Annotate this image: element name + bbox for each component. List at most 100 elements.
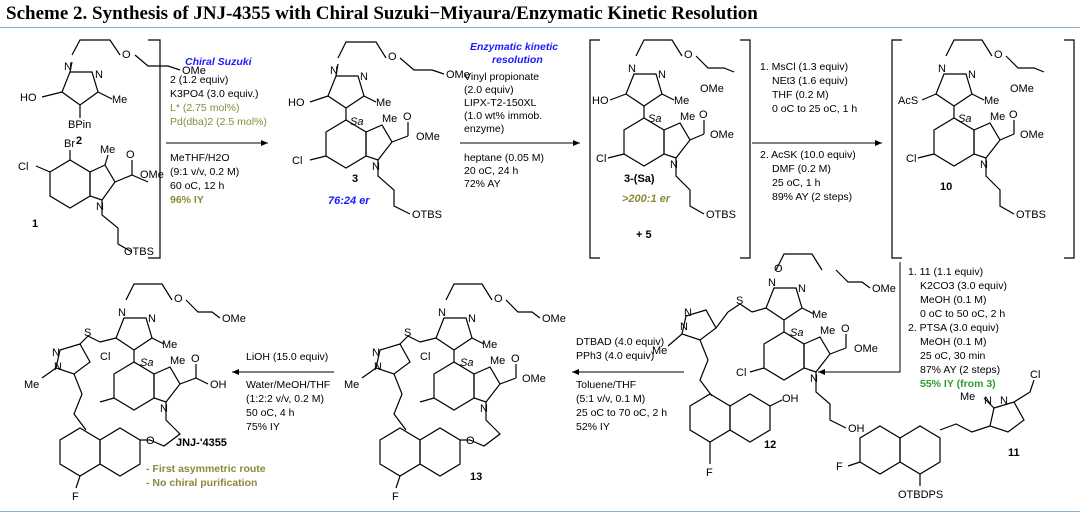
atom-sa: Sa [648, 113, 661, 125]
svg-text:(2.0 equiv): (2.0 equiv) [464, 84, 514, 96]
atom-n: N [984, 395, 992, 407]
atom-me: Me [100, 144, 115, 156]
svg-text:60 oC, 12 h: 60 oC, 12 h [170, 180, 224, 192]
label-compound-3sa: 3-(Sa) [624, 173, 655, 185]
er-compound-3: 76:24 er [328, 195, 370, 207]
svg-text:K3PO4 (3.0 equiv.): K3PO4 (3.0 equiv.) [170, 88, 259, 100]
atom-cl: Cl [420, 351, 430, 363]
bottom-rule [0, 511, 1080, 512]
svg-text:2. PTSA (3.0 equiv): 2. PTSA (3.0 equiv) [908, 322, 999, 334]
atom-o: O [466, 435, 475, 447]
atom-f: F [392, 491, 399, 503]
compound-10-structure: O OMe N N AcS Me Sa Me Cl O OMe N OTBS 1… [898, 39, 1046, 221]
plus-compound-5: + 5 [636, 229, 652, 241]
atom-me: Me [162, 339, 177, 351]
svg-text:25 oC, 1 h: 25 oC, 1 h [772, 177, 821, 189]
step5-conditions: DTBAD (4.0 equiv) PPh3 (4.0 equiv) Tolue… [576, 336, 667, 433]
svg-text:enzyme): enzyme) [464, 123, 504, 135]
svg-text:1. MsCl (1.3 equiv): 1. MsCl (1.3 equiv) [760, 61, 848, 73]
step1-header: Chiral Suzuki [185, 56, 253, 68]
label-compound-11: 11 [1008, 447, 1020, 459]
atom-n: N [684, 307, 692, 319]
step6-conditions: LiOH (15.0 equiv) Water/MeOH/THF (1:2:2 … [246, 351, 330, 433]
jnj-4355-structure: O OMe N N S Me Sa Me Cl O OH N O N N Me … [24, 283, 266, 503]
label-compound-13: 13 [470, 471, 482, 483]
atom-o: O [494, 293, 503, 305]
atom-ome: OMe [522, 373, 546, 385]
bracket-left-3sa [589, 39, 600, 259]
atom-n: N [52, 347, 60, 359]
atom-o: O [1009, 109, 1018, 121]
atom-ome: OMe [710, 129, 734, 141]
atom-o: O [174, 293, 183, 305]
svg-text:(1.0 wt% immob.: (1.0 wt% immob. [464, 110, 542, 122]
atom-o: O [699, 109, 708, 121]
atom-n: N [680, 321, 688, 333]
compound-3sa-structure: O OMe N N HO Me Sa Me Cl O OMe N OTBS 3-… [592, 39, 736, 241]
svg-text:Vinyl propionate: Vinyl propionate [464, 71, 539, 83]
step2-header-2: resolution [492, 54, 543, 66]
title-rule [0, 27, 1080, 28]
atom-f: F [72, 491, 79, 503]
atom-n: N [968, 69, 976, 81]
atom-n: N [148, 313, 156, 325]
svg-text:Water/MeOH/THF: Water/MeOH/THF [246, 379, 330, 391]
atom-ome: OMe [854, 343, 878, 355]
arrow-step-4 [818, 262, 901, 375]
step3-conditions: 1. MsCl (1.3 equiv) NEt3 (1.6 equiv) THF… [760, 61, 857, 203]
atom-otbs: OTBS [124, 246, 154, 258]
compound-2-structure: O OMe N N HO Me BPin 2 [20, 39, 206, 147]
step4-conditions: 1. 11 (1.1 equiv) K2CO3 (3.0 equiv) MeOH… [908, 266, 1007, 390]
atom-s: S [404, 327, 411, 339]
compound-3-structure: O OMe N N HO Me Sa Me Cl O OMe N OTBS 3 … [288, 41, 470, 221]
atom-n: N [374, 361, 382, 373]
svg-text:25 oC to 70 oC, 2 h: 25 oC to 70 oC, 2 h [576, 407, 667, 419]
atom-n: N [438, 307, 446, 319]
svg-text:DTBAD (4.0 equiv): DTBAD (4.0 equiv) [576, 336, 664, 348]
bracket-left-10 [891, 39, 902, 259]
svg-text:(5:1 v/v, 0.1 M): (5:1 v/v, 0.1 M) [576, 393, 645, 405]
atom-me: Me [24, 379, 39, 391]
step2-header: Enzymatic kinetic [470, 41, 558, 53]
bracket-right-10 [1064, 39, 1075, 259]
atom-me: Me [382, 113, 397, 125]
atom-cl: Cl [596, 153, 606, 165]
atom-n: N [768, 277, 776, 289]
atom-n: N [330, 65, 338, 77]
atom-ome: OMe [872, 283, 896, 295]
atom-br: Br [64, 138, 75, 150]
atom-n: N [670, 159, 678, 171]
svg-text:(1:2:2 v/v, 0.2 M): (1:2:2 v/v, 0.2 M) [246, 393, 324, 405]
atom-me: Me [960, 391, 975, 403]
atom-o: O [994, 49, 1003, 61]
atom-n: N [810, 373, 818, 385]
svg-text:MeTHF/H2O: MeTHF/H2O [170, 152, 230, 164]
atom-me: Me [490, 355, 505, 367]
step1-conditions: 2 (1.2 equiv) K3PO4 (3.0 equiv.) L* (2.7… [170, 74, 267, 206]
label-compound-10: 10 [940, 181, 952, 193]
atom-ome: OMe [542, 313, 566, 325]
compound-11-structure: Cl Me N N F OTBDPS 11 [836, 369, 1040, 501]
atom-cl: Cl [906, 153, 916, 165]
scheme-title: Scheme 2. Synthesis of JNJ-4355 with Chi… [6, 3, 758, 24]
atom-sa: Sa [350, 116, 363, 128]
label-compound-3: 3 [352, 173, 358, 185]
atom-me: Me [680, 111, 695, 123]
atom-sa: Sa [460, 357, 473, 369]
atom-cl: Cl [292, 155, 302, 167]
svg-text:Pd(dba)2 (2.5 mol%): Pd(dba)2 (2.5 mol%) [170, 116, 267, 128]
atom-f: F [836, 461, 843, 473]
atom-ome: OMe [1020, 129, 1044, 141]
atom-n: N [938, 63, 946, 75]
atom-me: Me [984, 95, 999, 107]
atom-me: Me [990, 111, 1005, 123]
atom-s: S [736, 295, 743, 307]
atom-o: O [403, 111, 412, 123]
atom-o: O [191, 353, 200, 365]
svg-text:heptane (0.05 M): heptane (0.05 M) [464, 152, 544, 164]
er-compound-3sa: >200:1 er [622, 193, 671, 205]
atom-otbs: OTBS [1016, 209, 1046, 221]
svg-text:Toluene/THF: Toluene/THF [576, 379, 636, 391]
svg-text:MeOH (0.1 M): MeOH (0.1 M) [920, 294, 987, 306]
svg-text:75% IY: 75% IY [246, 421, 280, 433]
